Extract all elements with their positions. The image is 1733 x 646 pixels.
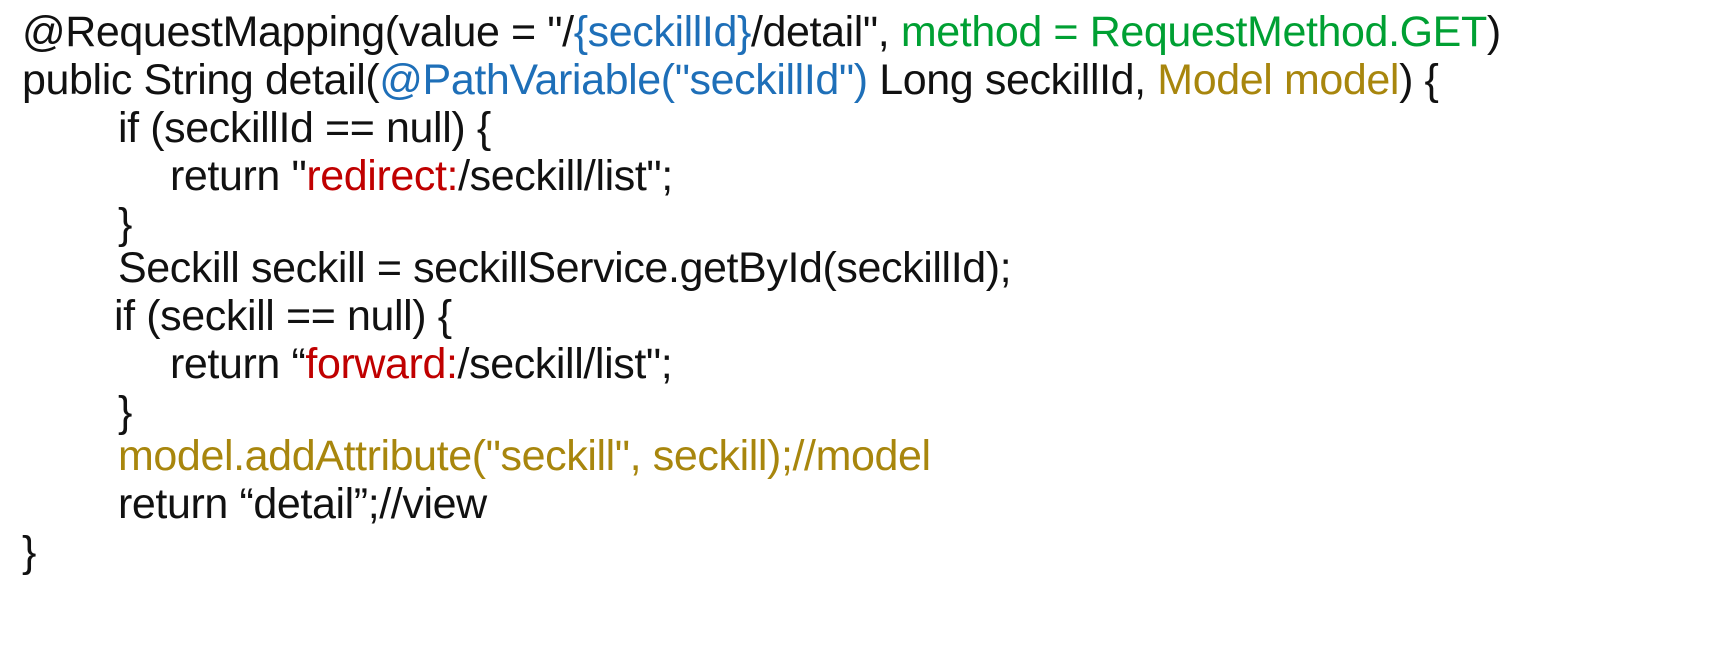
code-token-12-1: } bbox=[22, 528, 36, 576]
code-line-2: public String detail(@PathVariable("seck… bbox=[22, 56, 1439, 104]
code-token-1-1: @RequestMapping(value = "/ bbox=[22, 8, 574, 56]
code-token-8-3: /seckill/list"; bbox=[457, 340, 673, 388]
code-token-1-5: ) bbox=[1486, 8, 1501, 56]
code-token-7-1: if (seckill == null) { bbox=[114, 292, 452, 340]
code-line-8: return “forward:/seckill/list"; bbox=[170, 340, 673, 388]
code-token-8-1: return “ bbox=[170, 340, 306, 388]
code-token-3-1: if (seckillId == null) { bbox=[118, 104, 491, 152]
code-line-6: Seckill seckill = seckillService.getById… bbox=[118, 244, 1012, 292]
code-token-4-1: return " bbox=[170, 152, 307, 200]
code-line-12: } bbox=[22, 528, 36, 576]
code-token-4-3: /seckill/list"; bbox=[458, 152, 673, 200]
code-line-9: } bbox=[118, 388, 132, 436]
code-line-11: return “detail”;//view bbox=[118, 480, 487, 528]
code-token-2-4: Model model bbox=[1157, 56, 1400, 104]
code-line-5: } bbox=[118, 200, 132, 248]
code-line-7: if (seckill == null) { bbox=[114, 292, 452, 340]
code-token-1-4: method = RequestMethod.GET bbox=[900, 8, 1487, 56]
code-line-10: model.addAttribute("seckill", seckill);/… bbox=[118, 432, 931, 480]
code-token-2-2: @PathVariable("seckillId") bbox=[379, 56, 868, 104]
code-line-1: @RequestMapping(value = "/{seckillId}/de… bbox=[22, 8, 1501, 56]
code-token-9-1: } bbox=[118, 388, 132, 436]
code-token-10-1: model.addAttribute("seckill", seckill);/… bbox=[118, 432, 931, 480]
code-token-6-1: Seckill seckill = seckillService.getById… bbox=[118, 244, 1012, 292]
code-token-1-2: {seckillId} bbox=[573, 8, 752, 56]
code-token-5-1: } bbox=[118, 200, 132, 248]
code-token-2-1: public String detail( bbox=[22, 56, 380, 104]
code-token-1-3: /detail", bbox=[750, 8, 901, 56]
code-token-8-2: forward: bbox=[305, 340, 458, 388]
code-token-11-1: return “detail”;//view bbox=[118, 480, 487, 528]
code-token-2-3: Long seckillId, bbox=[867, 56, 1158, 104]
code-line-4: return "redirect:/seckill/list"; bbox=[170, 152, 673, 200]
code-token-2-5: ) { bbox=[1399, 56, 1439, 104]
code-token-4-2: redirect: bbox=[306, 152, 459, 200]
code-line-3: if (seckillId == null) { bbox=[118, 104, 491, 152]
